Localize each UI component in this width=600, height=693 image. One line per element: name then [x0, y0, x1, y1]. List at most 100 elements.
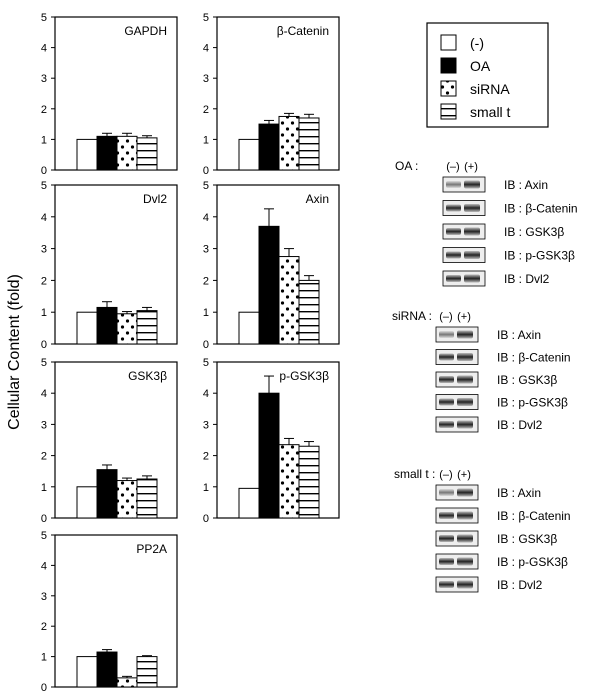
blot-band: [457, 353, 473, 361]
y-tick-label: 4: [41, 212, 47, 224]
blot-band: [464, 251, 480, 259]
y-tick-label: 5: [203, 180, 209, 192]
blot-band: [457, 534, 473, 543]
bar-(-): [238, 138, 260, 171]
y-tick-label: 5: [203, 357, 209, 369]
legend-label: (-): [470, 35, 484, 51]
y-tick-label: 1: [41, 482, 47, 494]
y-tick-label: 3: [203, 419, 209, 431]
legend-label: OA: [470, 58, 491, 74]
chart-title: p-GSK3β: [279, 369, 329, 383]
blot-band: [457, 488, 473, 497]
bar-OA: [258, 123, 280, 171]
blot-band: [446, 251, 461, 259]
bar-siRNA: [116, 135, 138, 171]
legend-label: small t: [470, 104, 511, 120]
blot-band: [457, 580, 473, 589]
y-tick-label: 3: [41, 419, 47, 431]
y-tick-label: 1: [41, 652, 47, 664]
legend-swatch-white: [440, 34, 457, 51]
y-tick-label: 0: [41, 339, 47, 351]
chart-title: PP2A: [136, 542, 167, 556]
blot-row-label: IB : Dvl2: [504, 272, 550, 286]
y-tick-label: 0: [203, 513, 209, 525]
y-tick-label: 4: [41, 560, 47, 572]
blot-condition-label: siRNA :: [392, 309, 432, 323]
blot-row-label: IB : β-Catenin: [497, 509, 571, 523]
y-tick-label: 1: [203, 134, 209, 146]
y-tick-label: 3: [41, 73, 47, 85]
blot-band: [439, 489, 454, 496]
bar-OA: [96, 135, 118, 171]
y-axis-label: Cellular Content (fold): [6, 274, 23, 430]
lane-label: (–): [439, 469, 452, 481]
blot-band: [457, 398, 473, 406]
bar-(-): [76, 311, 98, 345]
blot-row-label: IB : p-GSK3β: [497, 555, 568, 569]
y-tick-label: 2: [41, 451, 47, 463]
chart-title: Axin: [306, 192, 329, 206]
y-tick-label: 1: [41, 134, 47, 146]
blot-row-label: IB : Dvl2: [497, 578, 543, 592]
bar-small t: [298, 445, 320, 519]
y-tick-label: 1: [203, 482, 209, 494]
bar-(-): [76, 138, 98, 171]
bar-OA: [96, 469, 118, 519]
y-tick-label: 2: [41, 621, 47, 633]
y-tick-label: 0: [41, 513, 47, 525]
blot-band: [439, 581, 454, 588]
y-tick-label: 4: [203, 212, 209, 224]
blot-row-label: IB : Axin: [504, 178, 548, 192]
blot-band: [457, 557, 473, 566]
y-tick-label: 5: [41, 357, 47, 369]
bar-small t: [136, 137, 158, 171]
blot-row-label: IB : p-GSK3β: [497, 396, 568, 410]
legend-swatch-dots: [440, 80, 457, 97]
legend: (-) OA siRNA small t: [426, 22, 549, 128]
legend-swatch-hlines: [440, 103, 457, 120]
bar-siRNA: [278, 444, 300, 519]
y-tick-label: 3: [41, 244, 47, 256]
blot-band: [464, 227, 480, 236]
lane-label: (–): [439, 311, 452, 323]
blot-band: [464, 180, 480, 189]
y-tick-label: 3: [203, 244, 209, 256]
y-tick-label: 4: [41, 388, 47, 400]
y-tick-label: 2: [41, 104, 47, 116]
y-tick-label: 0: [41, 682, 47, 693]
blot-row-label: IB : Axin: [497, 328, 541, 342]
bar-small t: [298, 279, 320, 345]
legend-swatch-black: [440, 57, 457, 74]
blot-band: [439, 512, 454, 519]
blot-band: [439, 353, 454, 361]
blot-condition-label: OA :: [395, 159, 418, 173]
y-tick-label: 0: [41, 165, 47, 177]
blot-band: [446, 181, 461, 188]
bar-(-): [76, 486, 98, 519]
blot-band: [457, 330, 473, 339]
bar-charts: 012345GAPDH012345β-Catenin012345Dvl20123…: [41, 12, 340, 693]
y-tick-label: 5: [41, 180, 47, 192]
bar-OA: [96, 306, 118, 345]
y-tick-label: 2: [41, 275, 47, 287]
y-tick-label: 2: [203, 104, 209, 116]
bar-small t: [136, 478, 158, 519]
blot-band: [439, 331, 454, 338]
chart-title: Dvl2: [143, 192, 167, 206]
legend-label: siRNA: [470, 81, 510, 97]
bar-siRNA: [116, 313, 138, 345]
chart-title: GAPDH: [124, 24, 167, 38]
y-tick-label: 4: [41, 43, 47, 55]
y-tick-label: 4: [203, 43, 209, 55]
bar-siRNA: [116, 480, 138, 519]
